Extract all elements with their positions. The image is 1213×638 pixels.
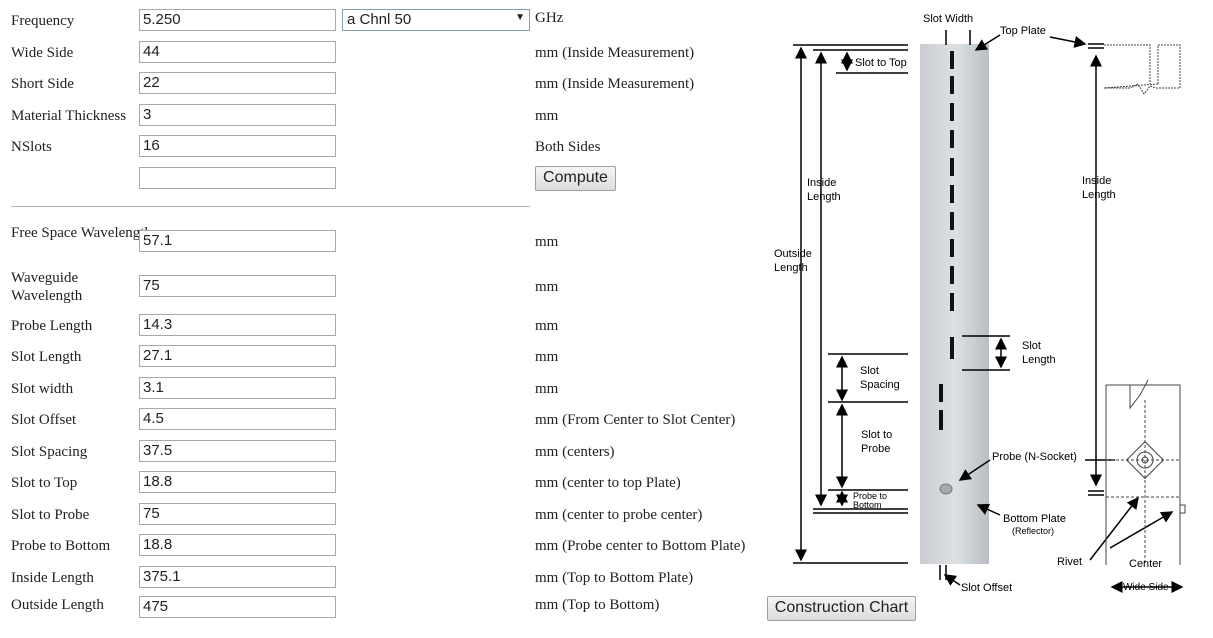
section-divider (11, 206, 530, 207)
result-label: Slot Offset (11, 412, 77, 428)
short-side-label: Short Side (11, 76, 74, 92)
result-label: Slot Spacing (11, 444, 88, 460)
short-side-unit: mm (Inside Measurement) (535, 76, 695, 92)
result-value[interactable]: 37.5 (139, 440, 336, 462)
chevron-down-icon: ▼ (515, 12, 525, 23)
result-label: Slot width (11, 381, 74, 397)
result-label: Inside Length (11, 570, 94, 586)
diagram-label: Top Plate (1000, 25, 1046, 37)
diagram-label: Slot Offset (961, 582, 1012, 594)
result-value[interactable]: 475 (139, 596, 336, 618)
channel-select[interactable]: a Chnl 50 ▼ (342, 9, 530, 31)
diagram-label: Spacing (860, 379, 900, 391)
result-label: Slot Length (11, 349, 82, 365)
material-thickness-unit: mm (535, 108, 559, 124)
frequency-unit: GHz (535, 10, 564, 26)
diagram-label: Probe to (853, 491, 887, 501)
wide-side-input[interactable]: 44 (139, 41, 336, 63)
diagram-label: Wide Side (1123, 582, 1169, 593)
diagram-label: Slot (1022, 340, 1041, 352)
material-thickness-input[interactable]: 3 (139, 104, 336, 126)
diagram-label: Probe (N-Socket) (992, 451, 1077, 463)
result-label: Outside Length (11, 597, 104, 613)
result-value[interactable]: 75 (139, 275, 336, 297)
result-label: Free Space Wavelength (11, 225, 152, 241)
slots (939, 51, 954, 430)
diagram-label: Length (774, 262, 808, 274)
result-unit: mm (Top to Bottom) (535, 597, 660, 613)
construction-chart-button[interactable]: Construction Chart (767, 596, 916, 621)
diagram-label: Rivet (1057, 556, 1082, 568)
diagram-label: Inside (807, 177, 836, 189)
result-unit: mm (Probe center to Bottom Plate) (535, 538, 746, 554)
result-unit: mm (535, 279, 559, 295)
diagram-label: Length (1022, 354, 1056, 366)
diagram-label: (Reflector) (1012, 526, 1054, 536)
result-unit: mm (535, 318, 559, 334)
result-value[interactable]: 14.3 (139, 314, 336, 336)
result-label: Slot to Probe (11, 507, 90, 523)
wide-side-label: Wide Side (11, 45, 74, 61)
result-unit: mm (Top to Bottom Plate) (535, 570, 694, 586)
diagram-label: Center (1129, 558, 1162, 570)
result-unit: mm (535, 381, 559, 397)
diagram-label: Slot to Top (855, 57, 907, 69)
frequency-label: Frequency (11, 13, 75, 29)
nslots-unit: Both Sides (535, 139, 601, 155)
compute-button[interactable]: Compute (535, 166, 616, 191)
result-unit: mm (centers) (535, 444, 615, 460)
result-unit: mm (535, 349, 559, 365)
result-label: Probe to Bottom (11, 538, 111, 554)
diagram-label: Length (807, 191, 841, 203)
diagram-label: Bottom (853, 500, 882, 510)
nslots-label: NSlots (11, 139, 52, 155)
diagram-label: Slot (860, 365, 879, 377)
material-thickness-label: Material Thickness (11, 108, 127, 124)
diagram-label: Bottom Plate (1003, 513, 1066, 525)
result-value[interactable]: 18.8 (139, 534, 336, 556)
result-label: Slot to Top (11, 475, 78, 491)
channel-select-value: a Chnl 50 (347, 11, 412, 28)
diagram-label: Probe (861, 443, 890, 455)
result-unit: mm (center to top Plate) (535, 475, 681, 491)
result-value[interactable]: 375.1 (139, 566, 336, 588)
antenna-diagram: Slot Width Top Plate Slot to Top Inside … (774, 13, 1186, 594)
diagram-label: Outside (774, 248, 812, 260)
result-unit: mm (From Center to Slot Center) (535, 412, 736, 428)
short-side-input[interactable]: 22 (139, 72, 336, 94)
result-unit: mm (center to probe center) (535, 507, 703, 523)
extra-input[interactable] (139, 167, 336, 189)
result-value[interactable]: 3.1 (139, 377, 336, 399)
frequency-input[interactable]: 5.250 (139, 9, 336, 31)
diagram-label: Length (1082, 189, 1116, 201)
result-value[interactable]: 75 (139, 503, 336, 525)
result-value[interactable]: 27.1 (139, 345, 336, 367)
diagram-label: Slot to (861, 429, 892, 441)
wide-side-unit: mm (Inside Measurement) (535, 45, 695, 61)
result-unit: mm (535, 234, 559, 250)
result-value[interactable]: 18.8 (139, 471, 336, 493)
nslots-input[interactable]: 16 (139, 135, 336, 157)
result-label: Probe Length (11, 318, 93, 334)
diagram-label: Slot Width (923, 13, 973, 25)
waveguide-bar (920, 44, 989, 564)
diagram-label: Inside (1082, 175, 1111, 187)
probe-socket (939, 483, 953, 495)
result-label: Waveguide Wavelength (11, 270, 83, 304)
result-value[interactable]: 57.1 (139, 230, 336, 252)
result-value[interactable]: 4.5 (139, 408, 336, 430)
